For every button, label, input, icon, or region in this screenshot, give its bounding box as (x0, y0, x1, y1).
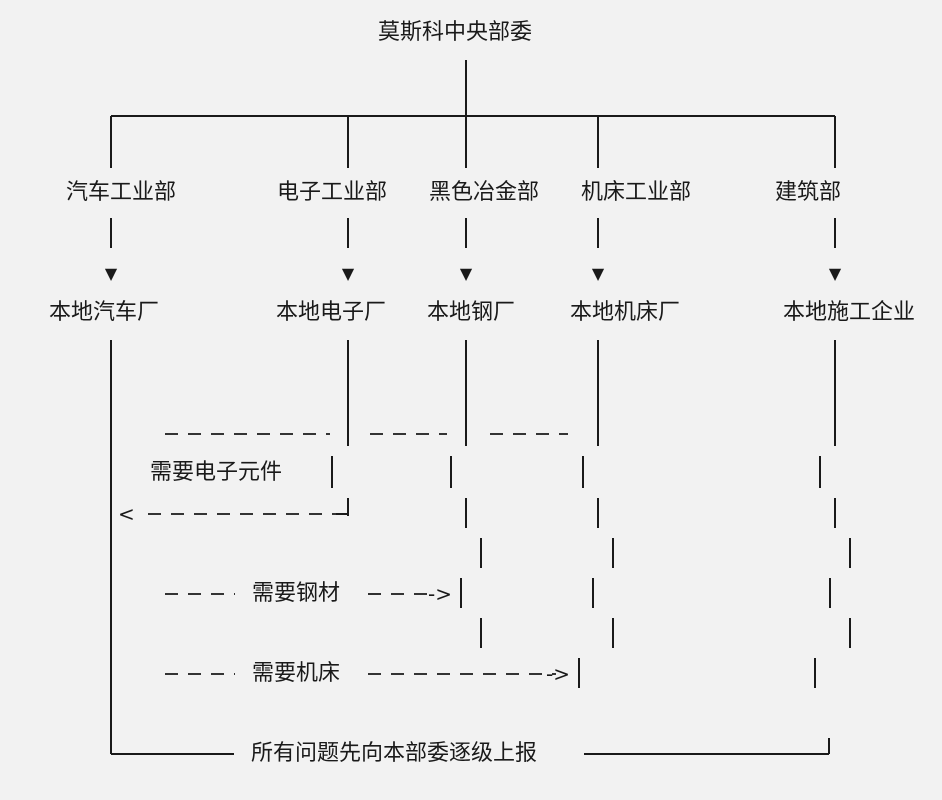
ministry-machine-tools: 机床工业部 (580, 180, 692, 205)
factory-steel: 本地钢厂 (426, 300, 516, 325)
request-steel: 需要钢材 (252, 581, 341, 606)
arrow-down-icon: ▼ (341, 264, 355, 283)
request-arrow-right-icon: -> (428, 582, 452, 606)
arrow-down-icon: ▼ (591, 264, 605, 283)
factory-machine-tools: 本地机床厂 (569, 300, 681, 325)
root-node-label: 莫斯科中央部委 (377, 20, 533, 45)
request-arrow-right-icon: -> (546, 662, 570, 686)
factory-construction: 本地施工企业 (782, 300, 916, 325)
ministry-construction: 建筑部 (774, 180, 842, 205)
request-arrow-left-icon: < (118, 502, 135, 526)
factory-electronics: 本地电子厂 (275, 300, 387, 325)
arrow-down-icon: ▼ (828, 264, 842, 283)
ministry-electronics: 电子工业部 (276, 180, 388, 205)
arrow-down-icon: ▼ (459, 264, 473, 283)
ministry-ferrous-metallurgy: 黑色冶金部 (428, 180, 540, 205)
request-electronic-components: 需要电子元件 (150, 460, 283, 485)
footer-escalation-note: 所有问题先向本部委逐级上报 (251, 741, 538, 766)
factory-automotive: 本地汽车厂 (48, 300, 160, 325)
arrow-down-icon: ▼ (104, 264, 118, 283)
ministry-automotive: 汽车工业部 (65, 180, 177, 205)
request-machine-tools: 需要机床 (252, 661, 341, 686)
